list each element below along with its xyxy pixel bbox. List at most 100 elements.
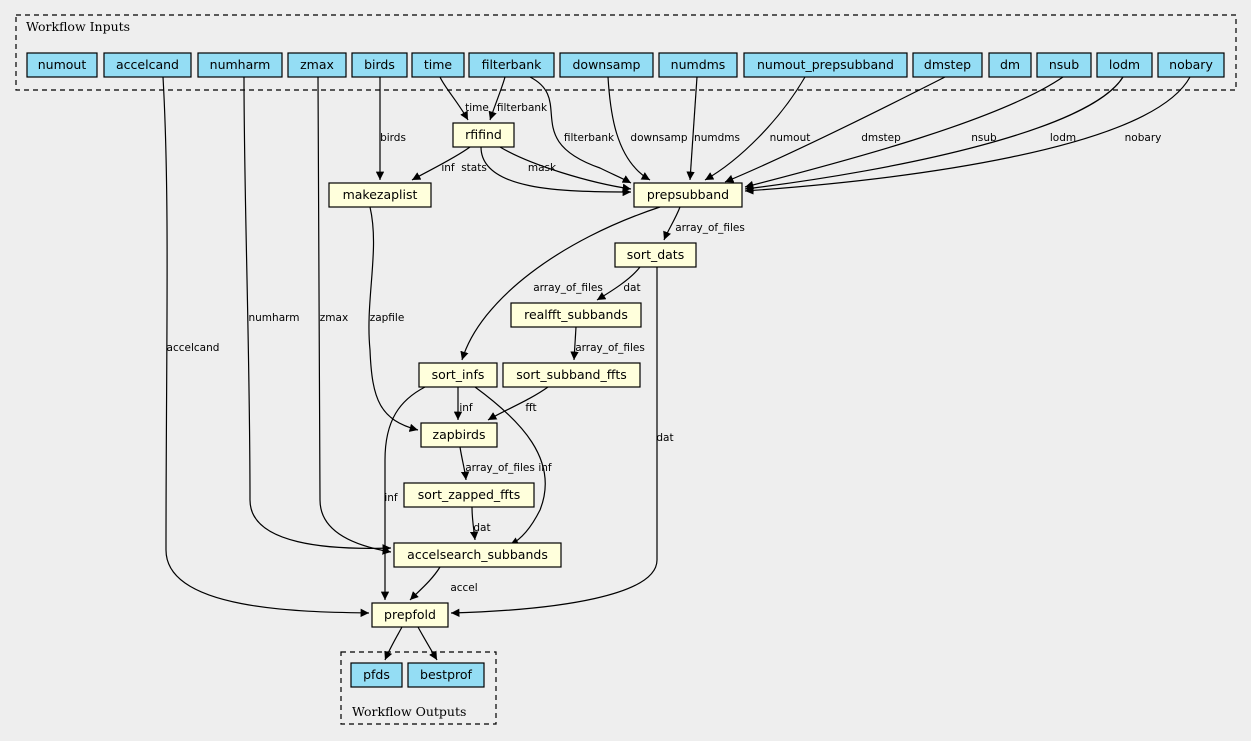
prepfold-label: prepfold <box>384 607 436 622</box>
prepfold-box <box>371 602 449 628</box>
nobary-input-node[interactable]: nobary <box>1157 52 1225 78</box>
edge-sort_infs-to-prepfold <box>380 386 426 600</box>
edge-prepfold-to-bestprof <box>417 626 438 661</box>
numdms-label: numdms <box>671 57 726 72</box>
outputs-cluster <box>340 651 497 725</box>
realfft-subbands-label: realfft_subbands <box>524 307 628 322</box>
numout-label: numout <box>38 57 87 72</box>
bestprof-output-node[interactable]: bestprof <box>407 662 485 688</box>
edge-label-sort_infs-to-zapbirds: inf <box>459 402 473 414</box>
zapbirds-label: zapbirds <box>433 427 486 442</box>
edge-sort_dats-to-realfft_subbands <box>596 266 641 301</box>
time-label: time <box>424 57 453 72</box>
edge-zapbirds-to-sort_zapped_ffts <box>459 446 470 481</box>
sort-dats-label: sort_dats <box>627 247 684 262</box>
rfifind-step-node[interactable]: rfifind <box>452 122 515 148</box>
edge-label-sort_subband_ffts-to-zapbirds: fft <box>525 402 536 414</box>
edge-label-sort_zapped_ffts-to-accelsearch_subbands: dat <box>473 522 490 534</box>
zmax-input-node[interactable]: zmax <box>287 52 347 78</box>
nsub-box <box>1036 52 1092 78</box>
accelsearch-subbands-step-node[interactable]: accelsearch_subbands <box>393 542 562 568</box>
edge-label-rfifind-to-prepsubband: stats <box>461 162 487 174</box>
sort-subband-ffts-box <box>502 362 641 388</box>
edge-label-sort_infs-to-accelsearch_subbands: inf <box>538 462 552 474</box>
bestprof-label: bestprof <box>420 667 472 682</box>
edge-label-nsub-to-prepsubband: nsub <box>971 132 997 144</box>
nobary-label: nobary <box>1169 57 1213 72</box>
makezaplist-box <box>328 182 432 208</box>
time-input-node[interactable]: time <box>411 52 465 78</box>
lodm-input-node[interactable]: lodm <box>1096 52 1153 78</box>
downsamp-label: downsamp <box>572 57 640 72</box>
edge-label-sort_dats-to-realfft_subbands: dat <box>623 282 640 294</box>
edge-rfifind-to-prepsubband <box>499 146 632 192</box>
edge-label-zapbirds-to-sort_zapped_ffts: array_of_files <box>465 462 535 474</box>
numharm-label: numharm <box>210 57 271 72</box>
pfds-output-node[interactable]: pfds <box>350 662 403 688</box>
time-box <box>411 52 465 78</box>
dmstep-label: dmstep <box>924 57 971 72</box>
sort-subband-ffts-step-node[interactable]: sort_subband_ffts <box>502 362 641 388</box>
birds-box <box>351 52 408 78</box>
edge-label-zmax-to-accelsearch_subbands: zmax <box>320 312 348 324</box>
edge-sort_infs-to-accelsearch_subbands <box>474 386 546 546</box>
sort-zapped-ffts-label: sort_zapped_ffts <box>418 487 520 502</box>
edge-label-accelsearch_subbands-to-prepfold: accel <box>450 582 477 594</box>
accelcand-box <box>103 52 192 78</box>
sort-dats-step-node[interactable]: sort_dats <box>614 242 697 268</box>
sort-zapped-ffts-step-node[interactable]: sort_zapped_ffts <box>403 482 535 508</box>
lodm-box <box>1096 52 1153 78</box>
accelcand-label: accelcand <box>116 57 179 72</box>
realfft-subbands-step-node[interactable]: realfft_subbands <box>510 302 642 328</box>
numout-input-node[interactable]: numout <box>26 52 98 78</box>
edge-zmax-to-accelsearch_subbands <box>317 76 392 555</box>
edge-label-prepsubband-to-sort_dats: array_of_files <box>675 222 745 234</box>
nsub-label: nsub <box>1049 57 1079 72</box>
filterbank-label: filterbank <box>482 57 543 72</box>
dm-input-node[interactable]: dm <box>988 52 1032 78</box>
edge-numharm-to-accelsearch_subbands <box>243 76 392 553</box>
downsamp-input-node[interactable]: downsamp <box>559 52 654 78</box>
edge-nobary-to-prepsubband <box>744 76 1191 195</box>
prepsubband-step-node[interactable]: prepsubband <box>633 182 743 208</box>
accelcand-input-node[interactable]: accelcand <box>103 52 192 78</box>
edge-sort_subband_ffts-to-zapbirds <box>487 386 549 421</box>
sort-infs-step-node[interactable]: sort_infs <box>418 362 498 388</box>
pfds-box <box>350 662 403 688</box>
dmstep-input-node[interactable]: dmstep <box>912 52 983 78</box>
birds-input-node[interactable]: birds <box>351 52 408 78</box>
outputs-cluster-label: Workflow Outputs <box>352 704 466 719</box>
edge-accelsearch_subbands-to-prepfold <box>409 566 441 601</box>
edge-filterbank-to-prepsubband <box>529 76 632 184</box>
sort-subband-ffts-label: sort_subband_ffts <box>516 367 627 382</box>
numdms-box <box>658 52 738 78</box>
nsub-input-node[interactable]: nsub <box>1036 52 1092 78</box>
edge-label-numdms-to-prepsubband: numdms <box>694 132 740 144</box>
edge-label-rfifind-to-makezaplist: inf <box>441 162 455 174</box>
zapbirds-box <box>420 422 498 448</box>
edge-label-nobary-to-prepsubband: nobary <box>1125 132 1162 144</box>
edge-label-lodm-to-prepsubband: lodm <box>1050 132 1076 144</box>
edge-rfifind-to-makezaplist <box>411 146 471 181</box>
numout-prepsubband-input-node[interactable]: numout_prepsubband <box>743 52 908 78</box>
edge-time-to-rfifind <box>439 76 469 121</box>
numharm-input-node[interactable]: numharm <box>197 52 283 78</box>
edge-label-sort_infs-to-prepfold: inf <box>384 492 398 504</box>
edge-label-time-to-rfifind: time <box>465 102 489 114</box>
accelsearch-subbands-box <box>393 542 562 568</box>
edge-label-rfifind-to-prepsubband: mask <box>528 162 557 174</box>
prepfold-step-node[interactable]: prepfold <box>371 602 449 628</box>
edge-numdms-to-prepsubband <box>686 76 698 181</box>
zmax-label: zmax <box>300 57 334 72</box>
edge-realfft_subbands-to-sort_subband_ffts <box>570 326 579 361</box>
inputs-cluster-label: Workflow Inputs <box>26 19 130 34</box>
makezaplist-step-node[interactable]: makezaplist <box>328 182 432 208</box>
edge-dmstep-to-prepsubband <box>724 76 946 183</box>
dmstep-box <box>912 52 983 78</box>
numout-prepsubband-label: numout_prepsubband <box>757 57 894 72</box>
filterbank-input-node[interactable]: filterbank <box>468 52 555 78</box>
numdms-input-node[interactable]: numdms <box>658 52 738 78</box>
edge-downsamp-to-prepsubband <box>607 76 651 181</box>
zapbirds-step-node[interactable]: zapbirds <box>420 422 498 448</box>
bestprof-box <box>407 662 485 688</box>
